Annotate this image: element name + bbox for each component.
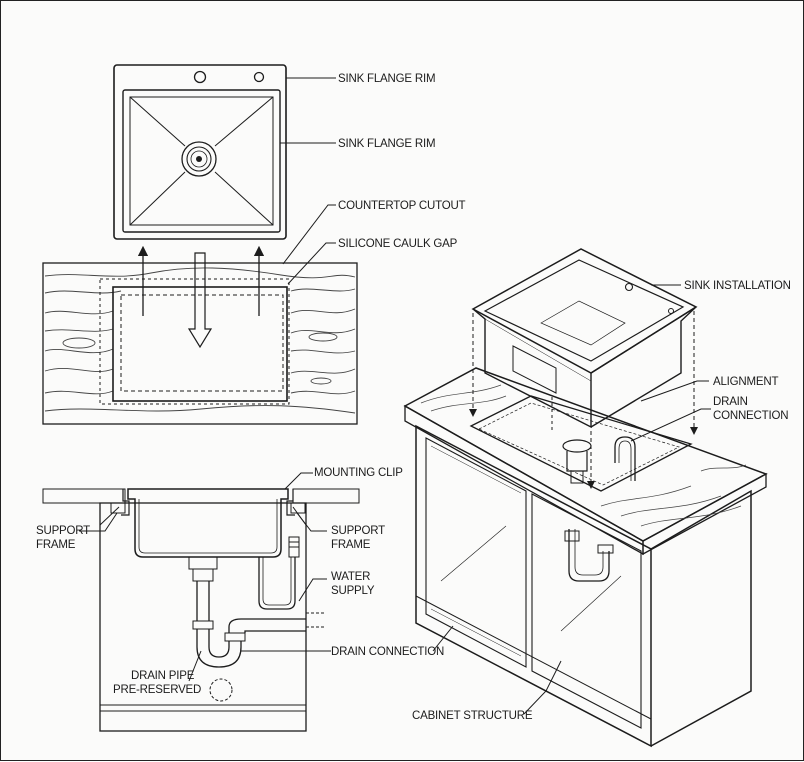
label-drain-connection-section: DRAIN CONNECTION [331, 646, 444, 658]
drain-strainer-icon [181, 141, 217, 177]
label-support-frame-left: SUPPORT [36, 525, 90, 537]
label-silicone-caulk-gap: SILICONE CAULK GAP [338, 238, 458, 250]
label-drain-pipe: DRAIN PIPE [131, 670, 195, 682]
label-sink-flange-rim: SINK FLANGE RIM [338, 73, 435, 85]
down-arrow-icon [187, 252, 213, 349]
label-water-supply-2: SUPPLY [331, 585, 375, 597]
mounting-clip-right [286, 489, 295, 516]
faucet-hole-icon [253, 71, 265, 83]
mounting-clip-left [121, 489, 130, 516]
label-support-frame-right: SUPPORT [331, 525, 385, 537]
label-drain-pipe-pre-reserved: PRE-RESERVED [113, 684, 201, 696]
label-cabinet-structure: CABINET STRUCTURE [412, 710, 533, 722]
faucet-hole-icon [193, 70, 207, 84]
section-view [42, 488, 360, 732]
label-support-frame-right-2: FRAME [331, 539, 371, 551]
label-water-supply: WATER [331, 571, 370, 583]
label-sink-flange-rim-bowl: SINK FLANGE RIM [338, 138, 435, 150]
label-sink-installation: SINK INSTALLATION [684, 280, 791, 292]
label-support-frame-left-2: FRAME [36, 539, 76, 551]
label-countertop-cutout: COUNTERTOP CUTOUT [338, 200, 466, 212]
countertop-plan [42, 245, 358, 425]
isometric-cabinet [403, 248, 768, 748]
label-drain-connection-iso-2: CONNECTION [713, 410, 788, 422]
sink-plan-view [113, 64, 287, 240]
label-mounting-clip: MOUNTING CLIP [314, 467, 403, 479]
label-alignment: ALIGNMENT [713, 376, 778, 388]
label-drain-connection-iso: DRAIN [713, 396, 748, 408]
